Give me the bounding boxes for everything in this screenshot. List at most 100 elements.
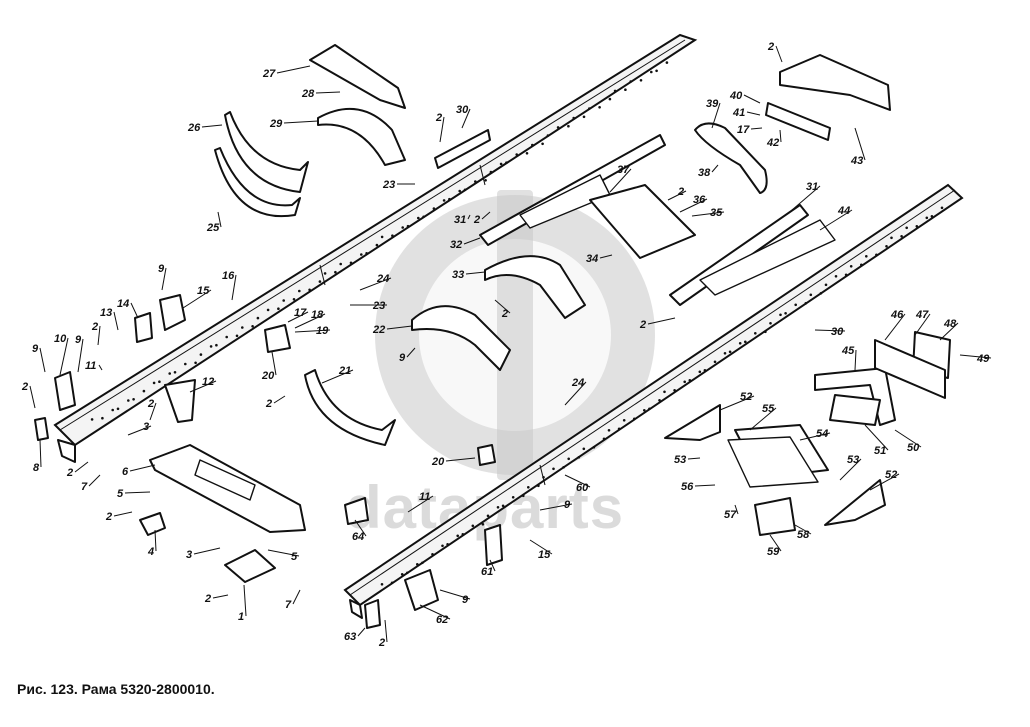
callout-c46: 46 (890, 309, 904, 321)
leader-c44 (819, 209, 853, 231)
callout-c43: 43 (850, 155, 863, 167)
leader-c57 (734, 504, 739, 515)
part-64-bracket (344, 497, 369, 525)
callout-c11a: 11 (85, 360, 96, 372)
leader-c9e (539, 503, 573, 511)
leader-c9b (39, 347, 46, 373)
callout-c19: 19 (316, 325, 329, 337)
leader-c59 (769, 534, 782, 552)
callout-c3a: 3 (143, 421, 149, 433)
callout-c9c: 9 (75, 334, 82, 346)
callout-c48: 48 (943, 318, 957, 330)
callout-c42: 42 (766, 137, 779, 149)
part-6-crossmember (149, 444, 306, 533)
leader-c28 (315, 91, 341, 94)
callout-c34: 34 (586, 253, 598, 265)
callout-c27: 27 (262, 68, 276, 80)
callout-c35: 35 (710, 207, 723, 219)
part-20-bracket-lower (477, 444, 496, 466)
leader-c64 (354, 519, 367, 537)
callout-c1: 1 (238, 611, 244, 623)
leader-c34 (599, 254, 613, 259)
callout-c44: 44 (837, 205, 850, 217)
callout-c23a: 23 (382, 179, 395, 191)
callout-c12: 12 (202, 376, 214, 388)
callout-c9e: 9 (564, 499, 571, 511)
leader-c30a (461, 108, 471, 129)
callout-c62: 62 (436, 614, 448, 626)
leader-c6 (129, 464, 156, 472)
leader-c36 (679, 198, 708, 213)
leader-c17a (287, 311, 309, 323)
leader-c42 (779, 129, 782, 143)
leader-c52a (719, 395, 755, 411)
callout-c2n: 2 (378, 637, 385, 649)
callout-c2f: 2 (66, 467, 73, 479)
leader-c40 (743, 94, 761, 104)
leader-c2h (212, 594, 229, 599)
leader-c29 (283, 120, 319, 124)
leader-c5b (267, 549, 300, 557)
callout-c21: 21 (338, 365, 351, 377)
leader-c17b (750, 127, 763, 130)
callout-c28: 28 (301, 88, 315, 100)
leader-c33 (465, 271, 486, 275)
leader-c2c (97, 325, 101, 346)
leader-c13 (113, 311, 119, 331)
callout-c22: 22 (372, 324, 385, 336)
part-44-crossmember (669, 204, 836, 306)
leader-c26 (201, 124, 223, 128)
callout-c3b: 3 (186, 549, 192, 561)
leader-c2g (113, 511, 133, 517)
leader-c27 (276, 65, 311, 74)
callout-c40: 40 (729, 90, 743, 102)
callout-c9b: 9 (32, 343, 39, 355)
callout-c20b: 20 (431, 456, 445, 468)
callout-c55: 55 (762, 403, 775, 415)
part-12-bracket (164, 379, 196, 423)
callout-c52a: 52 (740, 391, 752, 403)
callout-c26: 26 (187, 122, 201, 134)
leader-c2k (667, 190, 687, 201)
callout-c45: 45 (841, 345, 855, 357)
leader-c2j (494, 299, 511, 314)
leader-c55 (749, 407, 777, 431)
leader-c53a (687, 457, 701, 460)
leader-c20b (445, 457, 476, 462)
leader-c16 (231, 274, 237, 301)
leader-c37 (609, 168, 632, 193)
callout-c5b: 5 (291, 551, 298, 563)
callout-c10: 10 (54, 333, 67, 345)
leader-c7a (88, 474, 101, 487)
callout-c36: 36 (693, 194, 706, 206)
callout-c2b: 2 (473, 214, 480, 226)
callout-c9a: 9 (158, 263, 165, 275)
leader-c63 (357, 627, 366, 637)
part-1-bracket (224, 549, 276, 583)
leader-c15b (529, 539, 553, 555)
leader-c25 (217, 211, 222, 228)
callout-c63: 63 (344, 631, 356, 643)
leader-c14 (130, 302, 139, 319)
callout-c51: 51 (874, 445, 886, 457)
callout-c13: 13 (100, 307, 112, 319)
leader-c15a (182, 289, 212, 309)
leader-c2a (439, 116, 445, 143)
part-52-gusset-right (824, 479, 886, 526)
callout-c2k: 2 (677, 186, 684, 198)
leader-c2l (775, 45, 783, 63)
callout-c52b: 52 (885, 469, 897, 481)
callout-c23b: 23 (372, 300, 385, 312)
part-59-bracket (754, 497, 796, 536)
callout-c41: 41 (732, 107, 745, 119)
leader-c2b (481, 211, 491, 220)
leader-c61 (489, 559, 496, 572)
callout-c30b: 30 (831, 326, 844, 338)
callout-c25: 25 (206, 222, 220, 234)
part-43-bracket (779, 54, 891, 111)
callout-c50: 50 (907, 442, 920, 454)
leader-c45 (854, 349, 857, 371)
leader-c54 (799, 432, 831, 441)
